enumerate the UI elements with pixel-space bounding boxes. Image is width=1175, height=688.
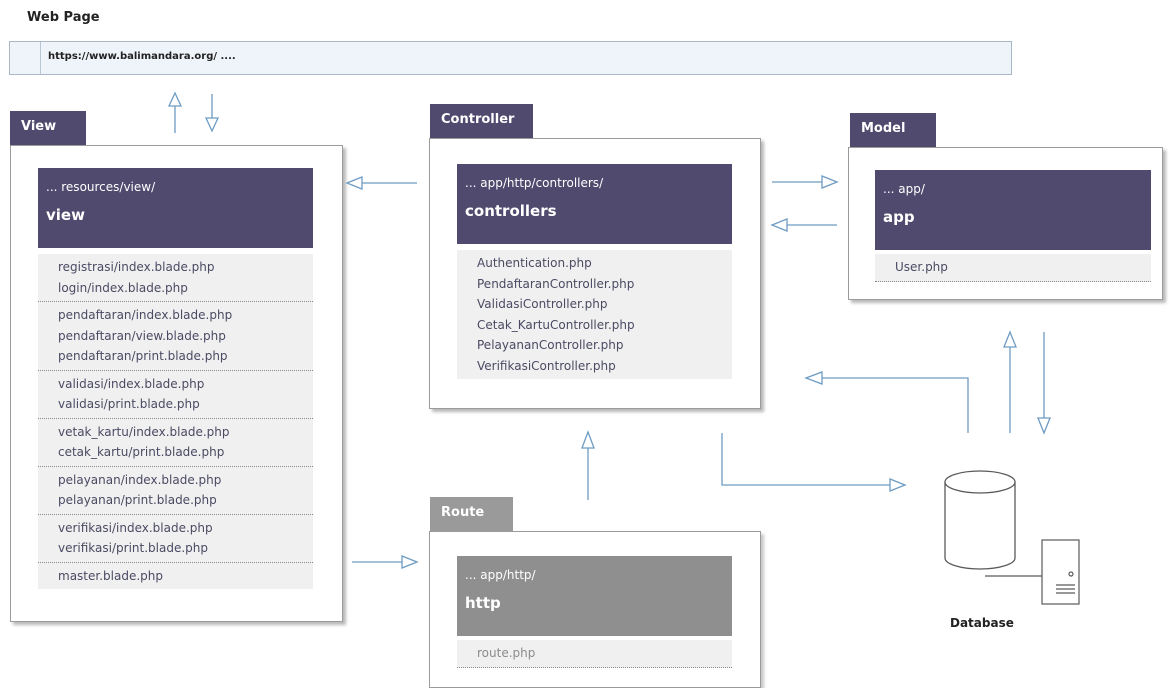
model-file-item: User.php — [895, 260, 948, 274]
view-file-item: verifikasi/index.blade.php — [58, 520, 213, 535]
arrow-view-to-webpage — [167, 91, 183, 133]
arrow-webpage-to-view — [204, 94, 220, 133]
view-file-group: validasi/index.blade.php validasi/print.b… — [38, 371, 313, 419]
arrow-database-to-model — [1003, 330, 1017, 433]
view-file-item: validasi/print.blade.php — [58, 397, 200, 411]
controller-file-item: Cetak_KartuController.php — [477, 317, 635, 332]
model-file-list: User.php — [875, 254, 1151, 282]
view-file-item: pendaftaran/print.blade.php — [58, 349, 228, 363]
route-path: ... app/http/ — [465, 568, 536, 582]
server-icon — [985, 539, 1080, 605]
database-cylinder-icon — [944, 470, 1016, 570]
url-bar[interactable]: https://www.balimandara.org/ .... — [9, 41, 1012, 75]
controller-name: controllers — [465, 202, 557, 220]
view-file-item: registrasi/index.blade.php — [58, 260, 215, 274]
view-file-item: pendaftaran/view.blade.php — [58, 328, 226, 343]
view-file-list: registrasi/index.blade.php login/index.bl… — [38, 254, 313, 589]
view-file-item: pendaftaran/index.blade.php — [58, 308, 233, 322]
model-file-group: User.php — [875, 254, 1151, 281]
arrow-model-to-database — [1037, 332, 1051, 435]
view-file-group: registrasi/index.blade.php login/index.bl… — [38, 254, 313, 302]
view-file-item: master.blade.php — [58, 568, 163, 583]
view-file-item: pelayanan/index.blade.php — [58, 472, 222, 487]
view-file-item: login/index.blade.php — [58, 280, 188, 295]
route-panel: ... app/http/ http route.php — [429, 531, 761, 688]
view-file-item: vetak_kartu/index.blade.php — [58, 424, 230, 439]
arrow-controller-to-database — [721, 433, 907, 492]
arrow-view-to-route — [352, 555, 419, 569]
route-file-group: route.php — [457, 640, 732, 667]
web-page-title: Web Page — [27, 10, 100, 25]
arrow-route-to-controller — [581, 430, 595, 500]
model-header: ... app/ app — [875, 170, 1151, 250]
route-name: http — [465, 594, 501, 612]
model-path: ... app/ — [883, 182, 925, 196]
view-file-group: pendaftaran/index.blade.php pendaftaran/v… — [38, 302, 313, 371]
database-label: Database — [950, 616, 1014, 630]
view-path: ... resources/view/ — [46, 180, 156, 194]
controller-header: ... app/http/controllers/ controllers — [457, 164, 732, 244]
arrow-controller-to-view — [345, 176, 417, 190]
controller-panel: ... app/http/controllers/ controllers Au… — [429, 138, 761, 409]
view-file-item: verifikasi/print.blade.php — [58, 541, 208, 555]
controller-file-item: Authentication.php — [477, 256, 592, 270]
controller-file-item: PendaftaranController.php — [477, 276, 635, 291]
view-file-item: pelayanan/print.blade.php — [58, 493, 217, 507]
view-file-item: cetak_kartu/print.blade.php — [58, 445, 225, 459]
arrow-model-to-controller — [770, 218, 837, 232]
url-text: https://www.balimandara.org/ .... — [48, 51, 236, 62]
model-name: app — [883, 208, 915, 226]
controller-file-item: VerifikasiController.php — [477, 358, 616, 373]
url-bar-icon-segment — [10, 42, 41, 74]
view-panel: ... resources/view/ view registrasi/inde… — [10, 145, 343, 622]
view-file-group: verifikasi/index.blade.php verifikasi/pri… — [38, 515, 313, 563]
controller-tab: Controller — [430, 104, 533, 138]
view-tab: View — [10, 111, 86, 145]
view-header: ... resources/view/ view — [38, 168, 313, 248]
route-file-item: route.php — [477, 646, 536, 660]
model-tab: Model — [850, 113, 936, 147]
route-tab: Route — [430, 497, 513, 531]
model-panel: ... app/ app User.php — [848, 147, 1163, 300]
view-file-item: validasi/index.blade.php — [58, 376, 205, 391]
arrow-database-to-controller — [804, 371, 969, 433]
route-file-list: route.php — [457, 640, 732, 668]
view-file-group: pelayanan/index.blade.php pelayanan/print… — [38, 467, 313, 515]
view-file-group: master.blade.php — [38, 563, 313, 590]
view-name: view — [46, 206, 85, 224]
controller-path: ... app/http/controllers/ — [465, 176, 604, 190]
arrow-controller-to-model — [772, 175, 839, 189]
route-header: ... app/http/ http — [457, 556, 732, 636]
view-file-group: vetak_kartu/index.blade.php cetak_kartu/p… — [38, 419, 313, 467]
controller-file-item: ValidasiController.php — [477, 297, 608, 311]
controller-file-item: PelayananController.php — [477, 338, 624, 352]
